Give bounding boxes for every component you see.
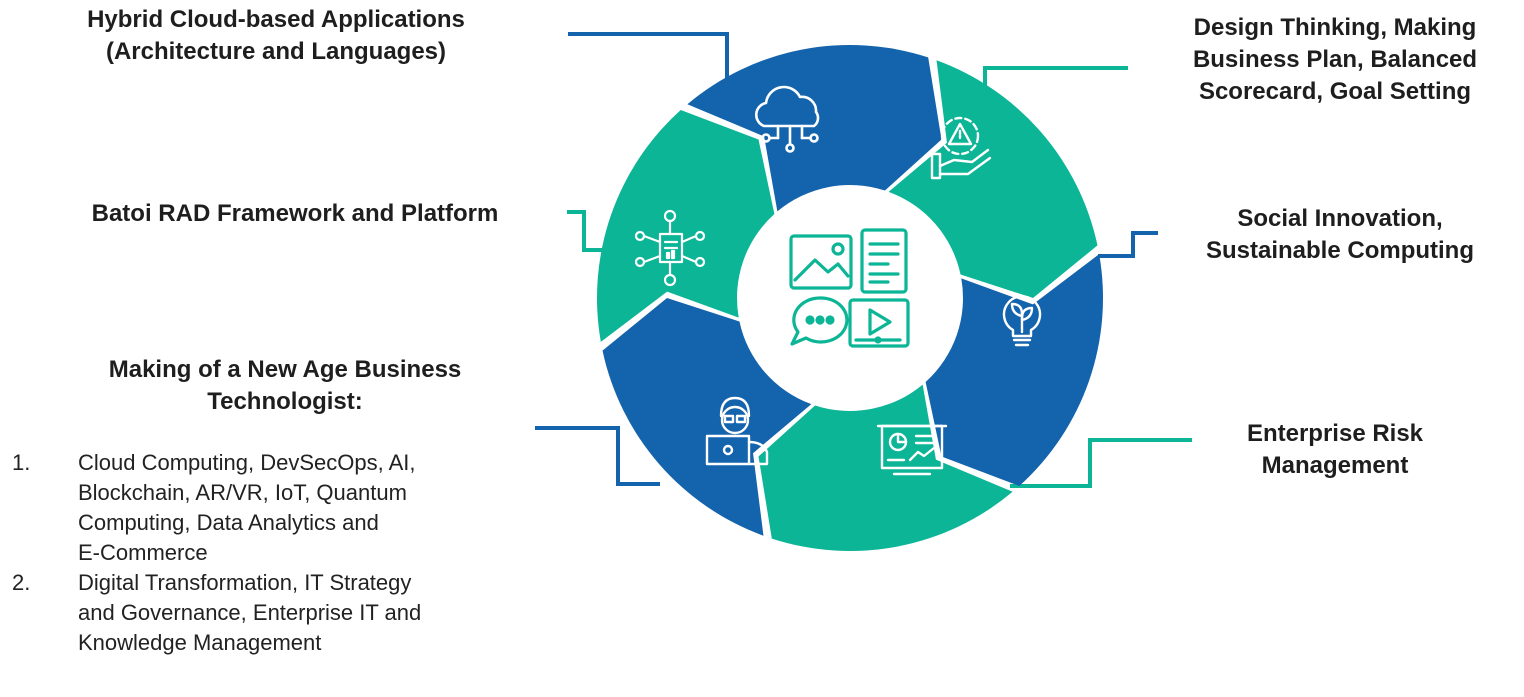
segment-new-age-technologist <box>602 298 812 536</box>
network-document-icon <box>634 209 706 287</box>
gear-warning-hand-icon <box>930 116 992 180</box>
connector-line-hybrid-cloud <box>568 32 729 95</box>
connector-line-social-innovation <box>1098 231 1158 258</box>
segment-batoi-rad <box>597 109 775 342</box>
list-item: 1. Cloud Computing, DevSecOps, AI, Block… <box>12 450 416 565</box>
label-enterprise-risk: Enterprise Risk Management <box>1246 420 1424 479</box>
person-laptop-icon <box>705 396 769 466</box>
connector-line-new-age-technologist <box>535 426 660 486</box>
label-design-thinking: Design Thinking, Making Business Plan, B… <box>1192 14 1478 105</box>
technologist-list: 1. Cloud Computing, DevSecOps, AI, Block… <box>0 448 560 658</box>
segment-hybrid-cloud <box>687 44 942 212</box>
connector-line-design-thinking <box>983 66 1128 95</box>
segment-social-innovation <box>925 254 1103 487</box>
label-batoi-rad: Batoi RAD Framework and Platform <box>91 200 499 227</box>
label-hybrid-cloud: Hybrid Cloud-based Applications (Archite… <box>87 6 465 65</box>
connector-line-enterprise-risk <box>1010 438 1192 488</box>
segment-design-thinking <box>888 60 1098 298</box>
media-content-icon <box>789 228 910 348</box>
label-social-innovation: Social Innovation, Sustainable Computing <box>1205 205 1474 264</box>
presentation-board-icon <box>876 424 948 476</box>
lightbulb-plant-icon <box>1002 295 1042 347</box>
label-new-age-technologist: Making of a New Age Business Technologis… <box>108 356 462 415</box>
list-item: 2. Digital Transformation, IT Strategy a… <box>12 570 422 655</box>
cloud-network-icon <box>754 85 820 153</box>
